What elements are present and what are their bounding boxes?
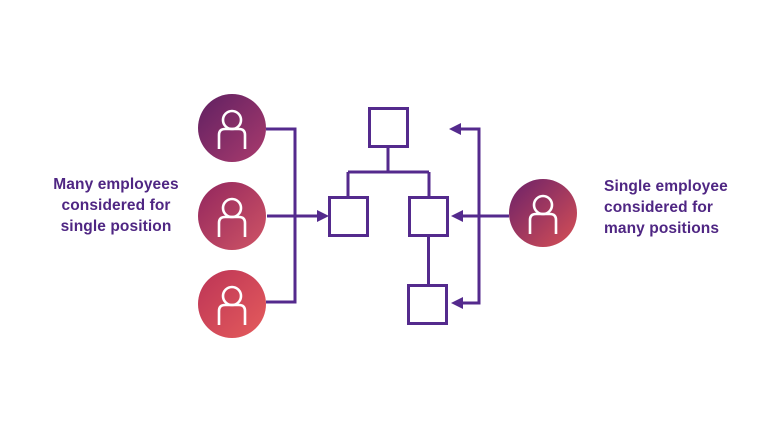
position-node-right: [408, 196, 449, 237]
person-icon: [528, 194, 558, 234]
person-icon: [217, 197, 247, 237]
person-icon: [217, 285, 247, 325]
right-middle-arrowhead: [451, 210, 463, 222]
position-node-top: [368, 107, 409, 148]
right-bottom-arrowhead: [451, 297, 463, 309]
right-top-arrowhead: [449, 123, 461, 135]
single-employee-label: Single employee considered for many posi…: [604, 176, 764, 239]
employee-avatar-3: [198, 270, 266, 338]
position-node-bottom: [407, 284, 448, 325]
employee-avatar-1: [198, 94, 266, 162]
label-line: many positions: [604, 220, 720, 237]
label-line: single position: [60, 218, 172, 235]
label-line: Single employee: [604, 178, 728, 195]
many-employees-label: Many employees considered for single pos…: [30, 174, 202, 237]
label-line: considered for: [61, 197, 171, 214]
position-node-left: [328, 196, 369, 237]
label-line: considered for: [604, 199, 714, 216]
label-line: Many employees: [53, 176, 179, 193]
employee-avatar-2: [198, 182, 266, 250]
single-employee-avatar: [509, 179, 577, 247]
left-arrowhead: [317, 210, 329, 222]
person-icon: [217, 109, 247, 149]
